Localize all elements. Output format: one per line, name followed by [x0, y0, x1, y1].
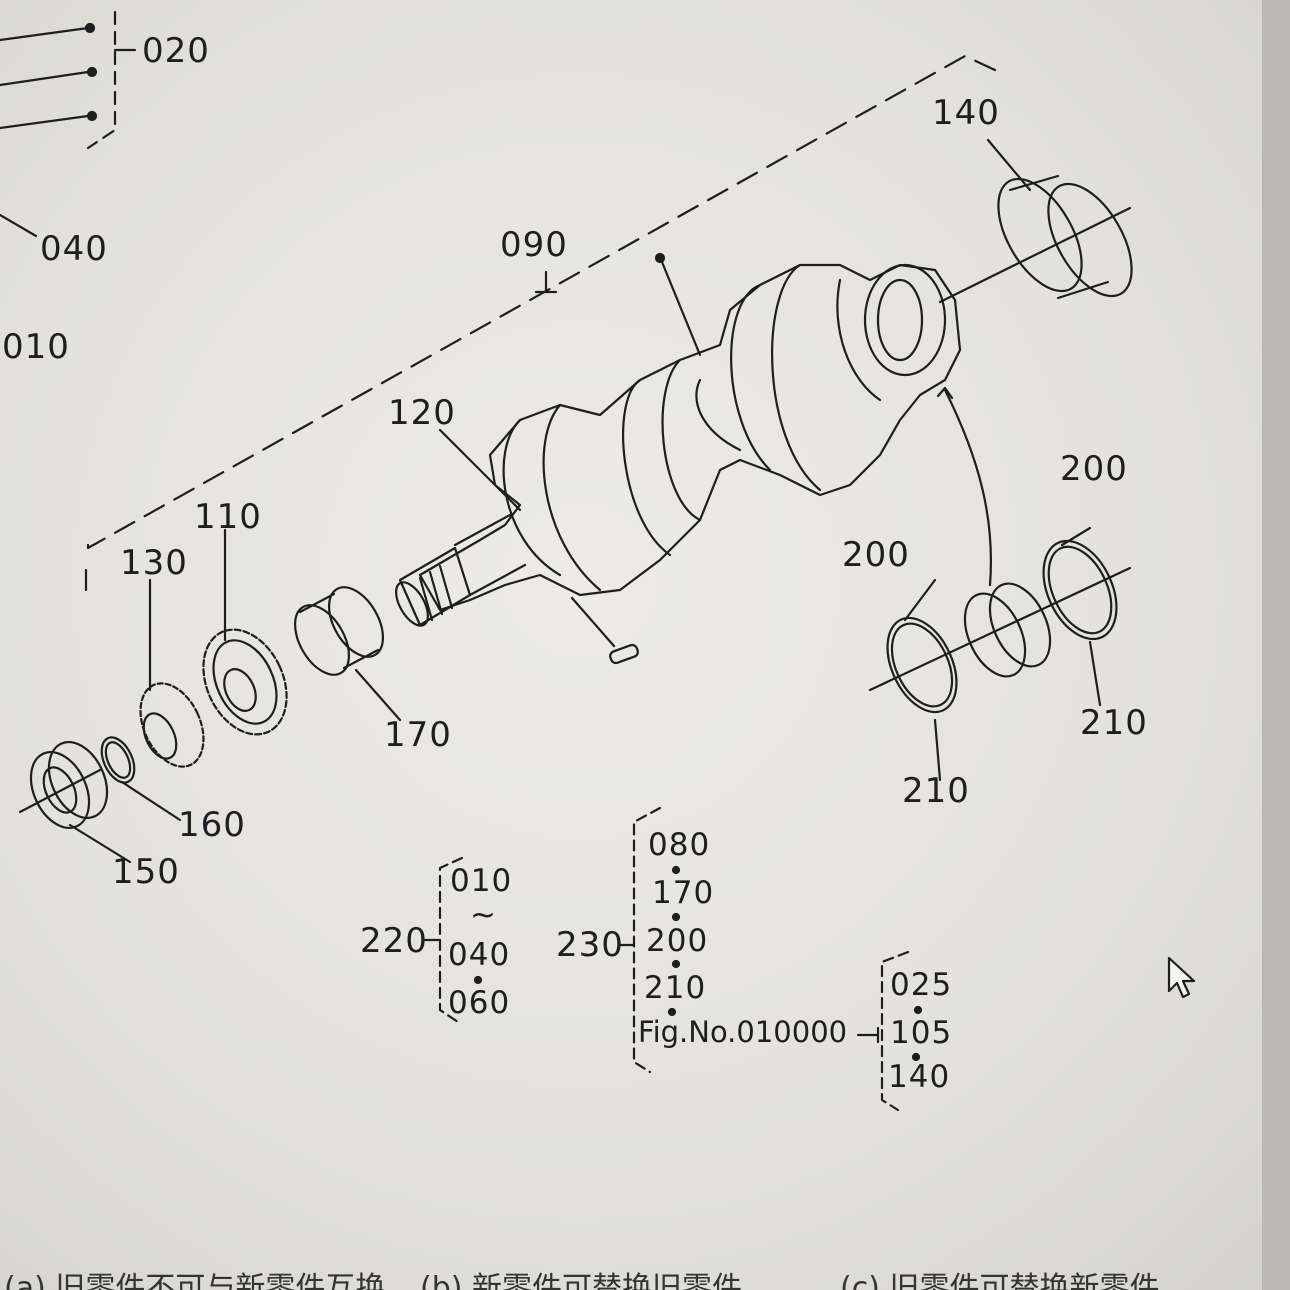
part-label-110[interactable]: 110 [194, 497, 262, 537]
group-230-item-1[interactable]: 080 [648, 827, 711, 863]
part-label-020[interactable]: 020 [142, 31, 210, 71]
part-label-120[interactable]: 120 [388, 393, 456, 433]
part-label-140[interactable]: 140 [932, 93, 1000, 133]
part-label-090[interactable]: 090 [500, 225, 568, 265]
legend-item-b: (b) 新零件可替换旧零件 [420, 1271, 742, 1290]
mouse-pointer-icon [1167, 956, 1196, 999]
group-label-220[interactable]: 220 [360, 921, 428, 961]
part-label-130[interactable]: 130 [120, 543, 188, 583]
group-220-item-3[interactable]: 060 [448, 985, 511, 1021]
part-label-200-right[interactable]: 200 [1060, 449, 1128, 489]
group-220-item-1[interactable]: 010 [450, 863, 513, 899]
legend-item-a: (a) 旧零件不可与新零件互换 [4, 1271, 386, 1290]
fig-group-item-3[interactable]: 140 [888, 1059, 951, 1095]
part-label-210-left[interactable]: 210 [902, 771, 970, 811]
group-220-range-tilde: ~ [470, 897, 497, 933]
footer-legend: (a) 旧零件不可与新零件互换 (b) 新零件可替换旧零件 (c) 旧零件可替换… [0, 1268, 1262, 1290]
part-label-010[interactable]: 010 [2, 327, 70, 367]
fig-group-item-2[interactable]: 105 [890, 1015, 953, 1051]
figure-reference-link[interactable]: Fig.No.010000 [638, 1015, 848, 1049]
group-230-item-3[interactable]: 200 [646, 923, 709, 959]
part-label-040[interactable]: 040 [40, 229, 108, 269]
group-220-item-2[interactable]: 040 [448, 937, 511, 973]
group-230-item-4[interactable]: 210 [644, 970, 707, 1006]
part-label-160[interactable]: 160 [178, 805, 246, 845]
part-label-200-left[interactable]: 200 [842, 535, 910, 575]
part-label-210-right[interactable]: 210 [1080, 703, 1148, 743]
group-230-item-2[interactable]: 170 [652, 875, 715, 911]
group-label-230[interactable]: 230 [556, 925, 624, 965]
part-label-170[interactable]: 170 [384, 715, 452, 755]
part-label-150[interactable]: 150 [112, 852, 180, 892]
legend-item-c: (c) 旧零件可替换新零件 [840, 1271, 1160, 1290]
crankshaft-exploded-view [0, 10, 1133, 1112]
fig-group-item-1[interactable]: 025 [890, 967, 953, 1003]
monitor-bezel [1262, 0, 1290, 1290]
